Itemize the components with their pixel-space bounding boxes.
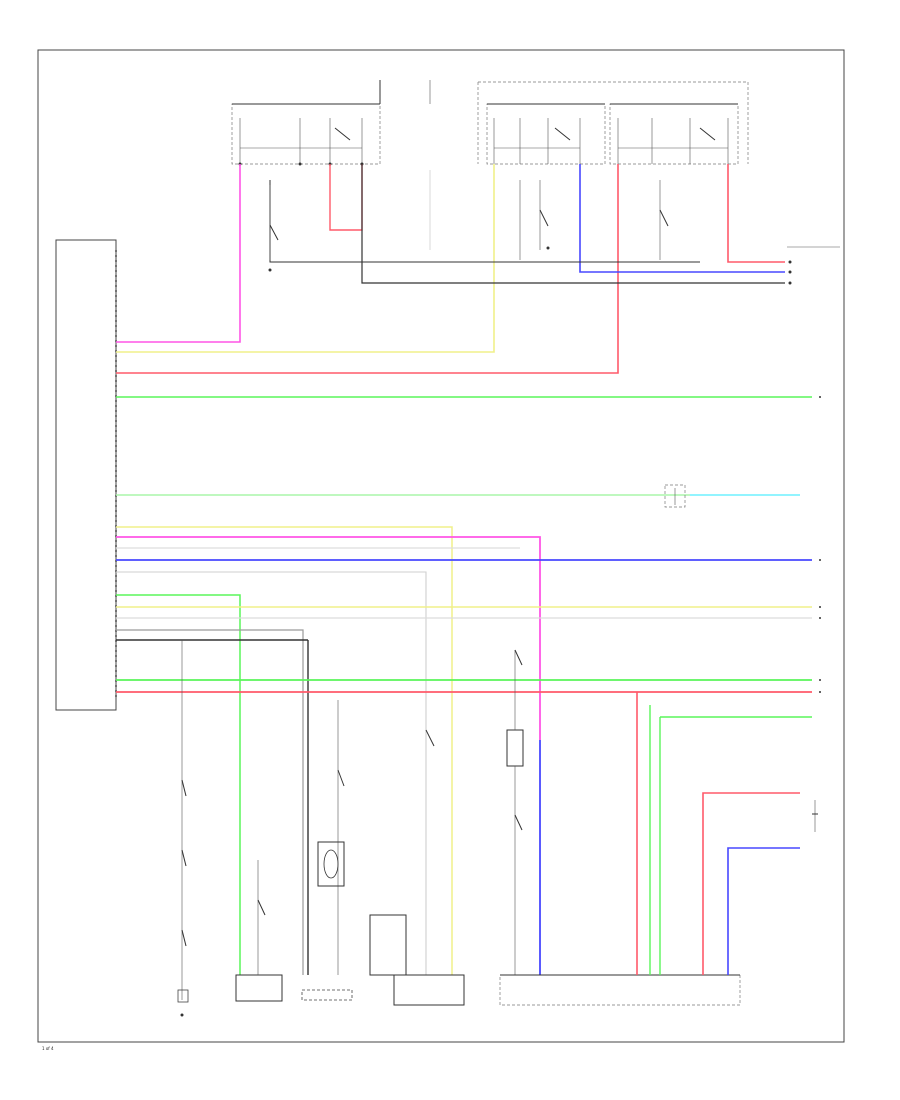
wire-yellow-2 — [116, 526, 453, 975]
diagram-frame — [37, 49, 845, 1043]
wire-blue-bottom-right — [727, 847, 800, 975]
left-lower-circuit — [177, 640, 189, 1017]
relay-coil-right-1 — [519, 180, 550, 260]
right-relay-block-2 — [609, 103, 739, 165]
wire-black-mid — [269, 180, 700, 263]
control-module-connector — [55, 239, 117, 711]
wire-black-right — [361, 164, 785, 284]
component-box-1 — [235, 860, 283, 1002]
wire-gray-1 — [116, 629, 304, 975]
wire-red-top — [116, 164, 619, 374]
right-relay-block-1 — [486, 103, 606, 165]
middle-right-switch — [664, 484, 686, 508]
left-relay-block — [231, 103, 381, 166]
mid-relay-pink — [506, 649, 541, 975]
wire-red-relay — [329, 164, 363, 231]
top-bracket-right — [477, 81, 749, 164]
wire-green-3 — [116, 594, 241, 975]
footer-code: 1 of 4 — [42, 1046, 54, 1051]
wire-red-bottom-right — [702, 792, 800, 975]
right-edge-terminals — [819, 396, 821, 693]
relay-coil-left — [268, 185, 279, 272]
component-box-3 — [369, 729, 465, 1006]
wire-blue-right — [579, 164, 785, 273]
wire-white-2 — [116, 571, 427, 975]
wire-red-right — [727, 164, 785, 263]
component-box-2 — [301, 700, 353, 1001]
wire-yellow-top — [116, 164, 495, 353]
relay-coil-right-2 — [659, 180, 669, 260]
right-top-connector — [787, 246, 840, 285]
bottom-right-module — [499, 974, 741, 1006]
wire-pink-2 — [116, 536, 541, 740]
bottom-right-switch — [812, 800, 818, 832]
wire-pink-top — [116, 164, 241, 343]
